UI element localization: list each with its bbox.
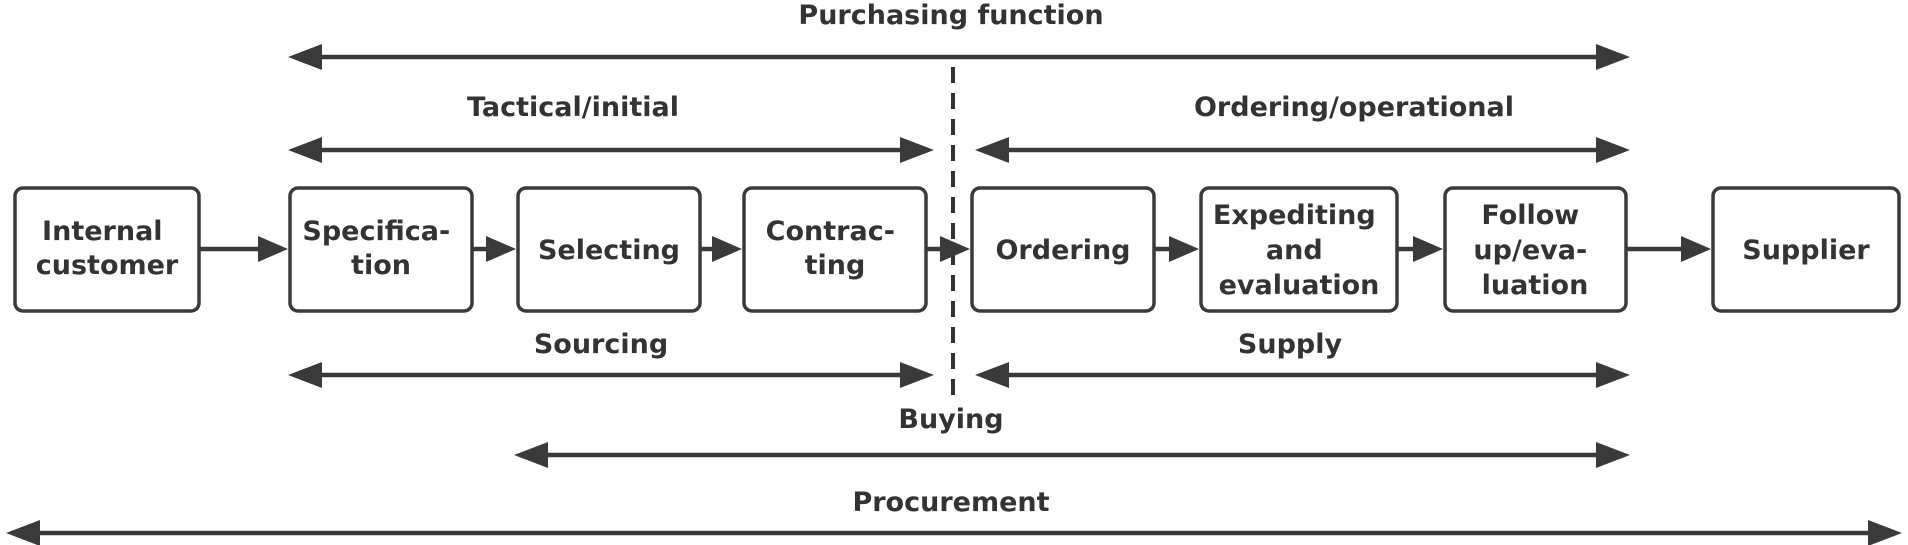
box-label-line: up/eva- xyxy=(1473,235,1587,266)
ordering-operational-arrow xyxy=(975,137,1630,163)
box-label-line: Specifica- xyxy=(302,216,450,247)
svg-text:Contrac- ting: Contrac- ting xyxy=(766,216,905,281)
connector-arrow xyxy=(1626,236,1711,262)
box-label-line: Internal xyxy=(42,216,163,247)
box-label-line: Supplier xyxy=(1742,235,1870,266)
sourcing-arrow xyxy=(288,362,934,388)
selecting-box: Selecting xyxy=(516,186,702,313)
box-label-line: ting xyxy=(805,250,866,281)
svg-text:Supplier: Supplier xyxy=(1742,235,1870,266)
follow-up-evaluation-box: Follow up/eva- luation xyxy=(1443,186,1628,313)
svg-text:Specifica- tion: Specifica- tion xyxy=(302,216,459,281)
contracting-box: Contrac- ting xyxy=(742,186,928,313)
box-label-line: Contrac- xyxy=(766,216,895,247)
supply-label: Supply xyxy=(1238,329,1343,360)
procurement-label: Procurement xyxy=(852,487,1049,518)
connector-arrow xyxy=(926,236,970,262)
connector-arrow xyxy=(1397,236,1443,262)
svg-text:Follow up/eva- lua: Follow up/eva- luation xyxy=(1473,200,1596,301)
connector-arrow xyxy=(199,236,288,262)
purchasing-function-label: Purchasing function xyxy=(798,0,1103,31)
connector-arrow xyxy=(472,236,516,262)
box-label-line: Selecting xyxy=(538,235,680,266)
svg-text:Internal customer: Internal customer xyxy=(36,216,179,281)
specification-box: Specifica- tion xyxy=(288,186,474,313)
ordering-operational-label: Ordering/operational xyxy=(1194,92,1514,123)
tactical-initial-label: Tactical/initial xyxy=(467,92,679,123)
box-label-line: Expediting xyxy=(1213,200,1376,231)
box-label-line: evaluation xyxy=(1219,270,1380,301)
svg-text:Ordering: Ordering xyxy=(995,235,1130,266)
buying-arrow xyxy=(514,442,1630,468)
connector-arrow xyxy=(700,236,742,262)
connector-arrow xyxy=(1154,236,1199,262)
purchasing-function-arrow xyxy=(288,44,1630,70)
box-label-line: Ordering xyxy=(995,235,1130,266)
tactical-initial-arrow xyxy=(288,137,934,163)
box-label-line: and xyxy=(1266,235,1323,266)
box-label-line: customer xyxy=(36,250,179,281)
internal-customer-box: Internal customer xyxy=(13,186,201,313)
sourcing-label: Sourcing xyxy=(534,329,668,360)
supplier-box: Supplier xyxy=(1711,186,1901,313)
box-label-line: tion xyxy=(351,250,411,281)
procurement-arrow xyxy=(6,520,1902,545)
expediting-evaluation-box: Expediting and evaluation xyxy=(1199,186,1399,313)
buying-label: Buying xyxy=(898,404,1003,435)
svg-text:Expediting and eva: Expediting and evaluation xyxy=(1213,200,1385,301)
ordering-box: Ordering xyxy=(970,186,1156,313)
svg-text:Selecting: Selecting xyxy=(538,235,680,266)
box-label-line: luation xyxy=(1482,270,1589,301)
box-label-line: Follow xyxy=(1481,200,1579,231)
supply-arrow xyxy=(975,362,1630,388)
